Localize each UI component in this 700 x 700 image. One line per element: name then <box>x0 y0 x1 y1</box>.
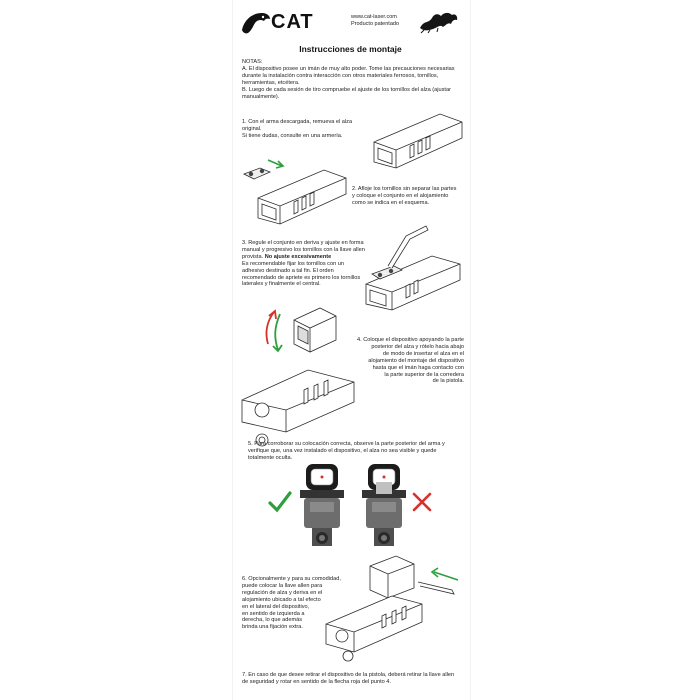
incorrect-view-illustration <box>362 464 406 546</box>
correct-view-illustration <box>300 464 344 546</box>
step-line: 6. Opcionalmente y para su comodidad, <box>242 576 341 582</box>
step-line: 2. Afloje los tornillos sin separar las … <box>352 186 457 192</box>
step-line: como se indica en el esquema. <box>352 199 430 206</box>
panther-logo-icon <box>242 13 270 34</box>
step-line: la parte superior de la corredera <box>384 371 464 378</box>
step-5-text: 5. Para corroborar su colocación correct… <box>248 441 462 462</box>
slide-illustration-1 <box>373 113 463 169</box>
step-line: y coloque el conjunto en el alojamiento <box>352 192 449 199</box>
step-line: Es recomendable fijar los tornillos con … <box>242 260 344 267</box>
website-text: www.cat-laser.com <box>351 14 397 20</box>
dragon-icon <box>420 12 458 34</box>
patent-text: Producto patentado <box>351 21 400 27</box>
step-line: hasta que el imán haga contacto con <box>372 364 464 371</box>
note-line: durante la instalación contra interacció… <box>242 72 439 79</box>
instruction-sheet <box>232 0 471 700</box>
step-line: alojamiento ubicado a tal efecto <box>242 596 321 603</box>
notes-heading: NOTAS: <box>242 59 263 65</box>
note-line: B. Luego de cada sesión de tiro comprueb… <box>242 86 451 93</box>
step-line: 1. Con el arma descargada, remueva el al… <box>242 119 353 132</box>
step-line: derecha, lo que además <box>242 617 303 624</box>
step-fragment: provista. <box>242 253 265 260</box>
step-line: puede colocar la llave allen para <box>242 582 323 589</box>
allen-key-illustration <box>365 225 461 311</box>
slide-illustration-2 <box>243 159 347 225</box>
step-line: recomendado de apriete es primero los to… <box>242 274 361 281</box>
step-line: de la pistola. <box>432 378 464 385</box>
cross-icon <box>412 492 432 512</box>
step-line: alojamiento del montaje del dispositivo <box>368 357 464 364</box>
step-line: 5. Para corroborar su colocación correct… <box>248 441 445 447</box>
note-line: A. El dispositivo posee un imán de muy a… <box>242 65 455 72</box>
step-4-text: 4. Coloque el dispositivo apoyando la pa… <box>350 337 464 385</box>
mount-rotation-illustration <box>241 307 355 447</box>
step-line: verifique que, una vez instalado el disp… <box>248 447 437 454</box>
step-line: brinda una fijación extra. <box>242 624 303 631</box>
step-1-text: 1. Con el arma descargada, remueva el al… <box>242 119 372 140</box>
step-line: en el lateral del dispositivo, <box>242 603 310 610</box>
brand-name: CAT <box>271 11 314 33</box>
warning-text: No ajuste excesivamente <box>264 253 332 260</box>
step-line: 4. Coloque el dispositivo apoyando la pa… <box>357 337 464 343</box>
step-line: provista. No ajuste excesivamente <box>242 254 374 261</box>
step-3-text: 3. Regule el conjunto en deriva y ajuste… <box>242 240 374 288</box>
step-7-text: 7. En caso de que desee retirar el dispo… <box>242 672 464 686</box>
step-line: posterior del alza y rótelo hacia abajo <box>371 343 464 350</box>
step-line: en sentido de izquierda a <box>242 610 305 617</box>
check-icon <box>268 491 292 513</box>
step-line: 3. Regule el conjunto en deriva y ajuste… <box>242 240 364 246</box>
notes-section: NOTAS: A. El dispositivo posee un imán d… <box>242 59 464 100</box>
note-line: herramientas, etcétera. <box>242 79 300 86</box>
step-line: totalmente oculta. <box>248 454 293 461</box>
step-line: 7. En caso de que desee retirar el dispo… <box>242 672 455 678</box>
step-line: regulación de alza y deriva en el <box>242 589 323 596</box>
step-6-text: 6. Opcionalmente y para su comodidad, pu… <box>242 576 352 631</box>
step-line: Si tiene dudas, consulte en una armería. <box>242 132 343 139</box>
step-line: manual y progresivo los tornillos con la… <box>242 246 365 253</box>
page-title: Instrucciones de montaje <box>299 44 402 54</box>
step-line: de seguridad y rotar en sentido de la fl… <box>242 678 391 685</box>
step-line: adhesivo destinado a tal fin. El orden <box>242 267 334 274</box>
note-line: manualmente). <box>242 93 280 100</box>
step-2-text: 2. Afloje los tornillos sin separar las … <box>352 186 464 207</box>
step-line: de modo de insertar el alza en el <box>382 350 464 357</box>
allen-key-storage-illustration <box>325 555 459 662</box>
header-info: www.cat-laser.com Producto patentado <box>351 14 399 28</box>
step-line: laterales y finalmente el central. <box>242 281 321 288</box>
